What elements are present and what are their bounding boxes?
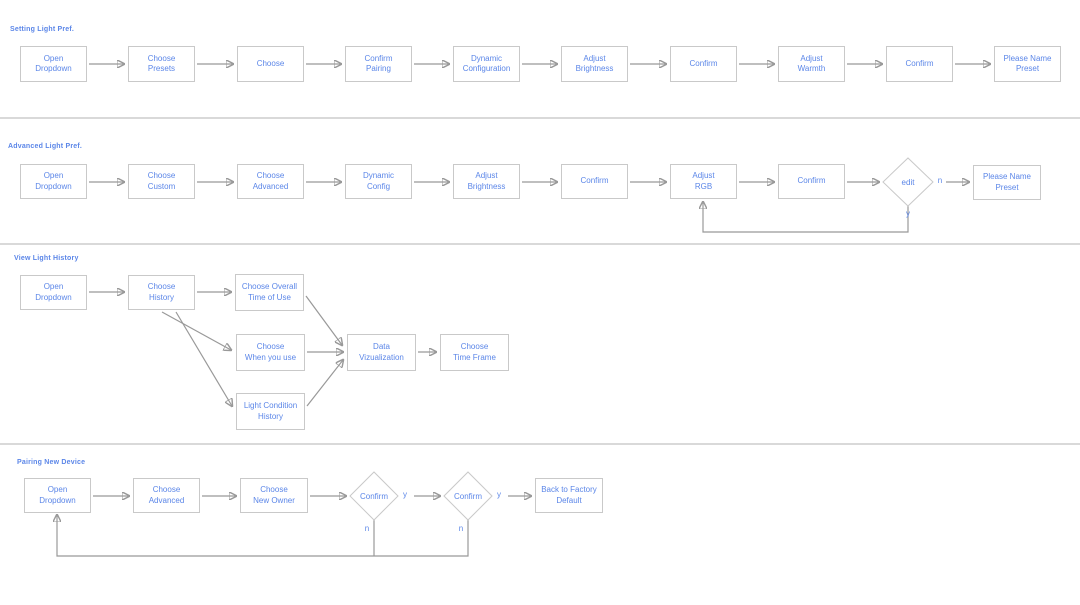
section-title-view-light-history: View Light History xyxy=(14,255,79,262)
node-choose-new-owner: Choose New Owner xyxy=(240,478,308,513)
section-title-advanced-light-pref: Advanced Light Pref. xyxy=(8,143,83,150)
node-choose-when-you-use: Choose When you use xyxy=(236,334,305,371)
node-data-vizualization: Data Vizualization xyxy=(347,334,416,371)
node-open-dropdown-2: Open Dropdown xyxy=(20,164,87,199)
node-adjust-brightness: Adjust Brightness xyxy=(561,46,628,82)
decision-confirm-1-label: Confirm xyxy=(359,491,388,501)
decision-confirm-2-label: Confirm xyxy=(453,491,482,501)
edge-label-confirm1-yes: y xyxy=(403,490,407,499)
node-choose-presets: Choose Presets xyxy=(128,46,195,82)
confirm-no-loop-path xyxy=(57,515,469,557)
node-confirm-1: Confirm xyxy=(670,46,737,82)
section-3-arrows xyxy=(89,292,436,406)
node-choose-overall-time-of-use: Choose Overall Time of Use xyxy=(235,274,304,311)
node-confirm-3: Confirm xyxy=(561,164,628,199)
node-please-name-preset: Please Name Preset xyxy=(994,46,1061,82)
node-dynamic-configuration: Dynamic Configuration xyxy=(453,46,520,82)
edge-label-confirm2-no: n xyxy=(458,524,464,533)
node-choose-custom: Choose Custom xyxy=(128,164,195,199)
section-title-setting-light-pref: Setting Light Pref. xyxy=(10,26,75,33)
edge-label-edit-yes: y xyxy=(906,209,910,218)
node-confirm-4: Confirm xyxy=(778,164,845,199)
node-adjust-warmth: Adjust Warmth xyxy=(778,46,845,82)
node-light-condition-history: Light Condition History xyxy=(236,393,305,430)
section-2-arrows xyxy=(89,157,969,233)
node-choose-advanced: Choose Advanced xyxy=(237,164,304,199)
node-back-to-factory-default: Back to Factory Default xyxy=(535,478,603,513)
node-dynamic-config: Dynamic Config xyxy=(345,164,412,199)
edit-loop-path xyxy=(703,202,909,233)
section-title-pairing-new-device: Pairing New Device xyxy=(17,459,86,466)
section-divider-2 xyxy=(0,243,1080,245)
decision-edit-label: edit xyxy=(901,177,915,187)
section-4-arrows xyxy=(57,471,531,557)
node-open-dropdown-4: Open Dropdown xyxy=(24,478,91,513)
decision-confirm-2-shape xyxy=(443,471,493,521)
edge-label-confirm2-yes: y xyxy=(497,490,501,499)
section-divider-3 xyxy=(0,443,1080,445)
node-adjust-brightness-2: Adjust Brightness xyxy=(453,164,520,199)
decision-confirm-1-shape xyxy=(349,471,399,521)
node-choose-history: Choose History xyxy=(128,275,195,310)
node-adjust-rgb: Adjust RGB xyxy=(670,164,737,199)
section-divider-1 xyxy=(0,117,1080,119)
node-please-name-preset-2: Please Name Preset xyxy=(973,165,1041,200)
node-confirm-2: Confirm xyxy=(886,46,953,82)
node-open-dropdown: Open Dropdown xyxy=(20,46,87,82)
node-choose-advanced-2: Choose Advanced xyxy=(133,478,200,513)
edge-label-confirm1-no: n xyxy=(364,524,370,533)
edge-label-edit-no: n xyxy=(937,176,943,185)
node-choose: Choose xyxy=(237,46,304,82)
node-confirm-pairing: Confirm Pairing xyxy=(345,46,412,82)
decision-edit-shape xyxy=(882,157,934,207)
node-choose-time-frame: Choose Time Frame xyxy=(440,334,509,371)
node-open-dropdown-3: Open Dropdown xyxy=(20,275,87,310)
